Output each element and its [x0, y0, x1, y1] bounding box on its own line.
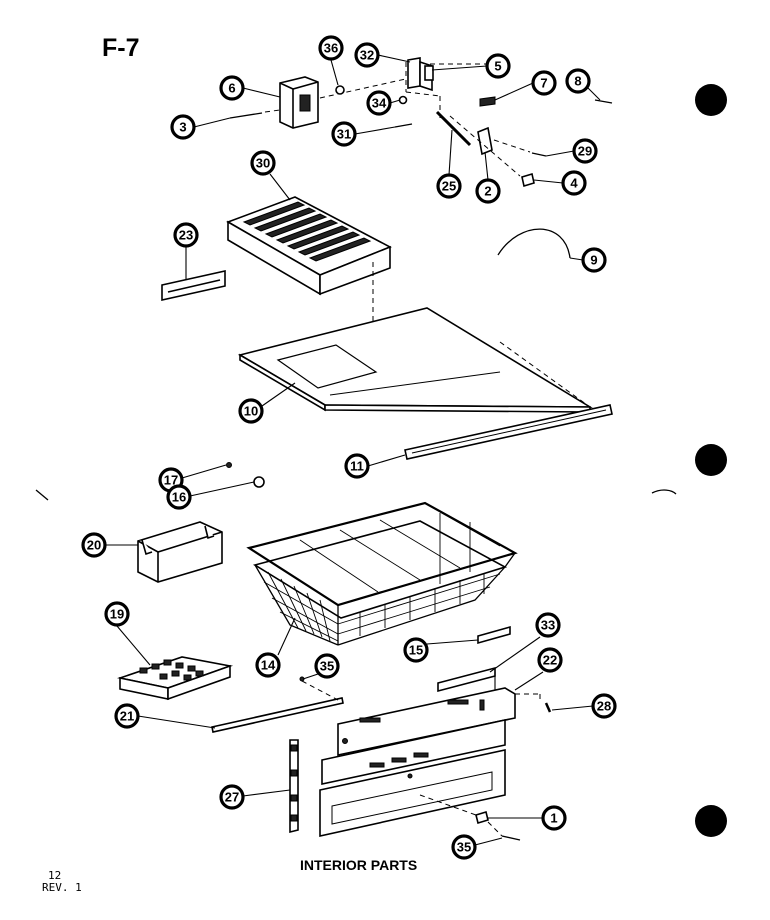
callout-35-upper: 35 [314, 653, 340, 679]
callout-32: 32 [354, 42, 380, 68]
binder-hole-top [695, 84, 727, 116]
callout-23: 23 [173, 222, 199, 248]
svg-text:20: 20 [87, 538, 101, 553]
callout-7: 7 [531, 70, 557, 96]
callout-1: 1 [541, 805, 567, 831]
svg-text:8: 8 [574, 74, 581, 89]
callout-28: 28 [591, 693, 617, 719]
svg-text:35: 35 [457, 840, 471, 855]
slide-15-part [477, 625, 511, 645]
svg-text:17: 17 [164, 473, 178, 488]
vertical-strip-27-part [289, 739, 299, 834]
hinge-bracket-part [477, 126, 493, 156]
glass-shelf-part [237, 307, 593, 413]
ice-cube-tray-19-part [116, 656, 234, 701]
svg-text:31: 31 [337, 127, 351, 142]
control-box-part [279, 76, 319, 129]
svg-text:10: 10 [244, 404, 258, 419]
knob-16-part [253, 476, 265, 488]
svg-text:25: 25 [442, 179, 456, 194]
svg-text:1: 1 [550, 811, 557, 826]
diagram-caption: INTERIOR PARTS [300, 857, 418, 873]
svg-text:36: 36 [324, 41, 338, 56]
callout-2: 2 [475, 178, 501, 204]
binder-hole-bottom [695, 805, 727, 837]
wire-9-part [497, 228, 571, 259]
callout-14: 14 [255, 652, 281, 678]
svg-text:2: 2 [484, 184, 491, 199]
callout-15: 15 [403, 637, 429, 663]
rail-21-part [211, 697, 344, 733]
small-fastener-17-part [226, 462, 232, 468]
callout-11: 11 [344, 453, 370, 479]
ice-bin-20-part [137, 521, 223, 583]
callout-19: 19 [104, 601, 130, 627]
callout-22: 22 [537, 647, 563, 673]
revision-label: REV. 1 [42, 881, 82, 894]
svg-text:22: 22 [543, 653, 557, 668]
callout-3: 3 [170, 114, 196, 140]
svg-text:34: 34 [372, 96, 387, 111]
svg-text:32: 32 [360, 48, 374, 63]
hinge-assembly-part [407, 57, 434, 92]
svg-text:15: 15 [409, 643, 423, 658]
svg-text:33: 33 [541, 618, 555, 633]
callout-30: 30 [250, 150, 276, 176]
spacer-part [398, 95, 408, 105]
binder-hole-middle [695, 444, 727, 476]
callout-25: 25 [436, 173, 462, 199]
svg-text:30: 30 [256, 156, 270, 171]
callout-20: 20 [81, 532, 107, 558]
svg-text:7: 7 [540, 76, 547, 91]
callout-16: 16 [166, 484, 192, 510]
svg-text:29: 29 [578, 144, 592, 159]
rail-23-part [161, 270, 226, 301]
callout-31: 31 [331, 121, 357, 147]
callout-9: 9 [581, 247, 607, 273]
callout-8: 8 [565, 68, 591, 94]
screw-part [229, 112, 263, 119]
callout-4: 4 [561, 170, 587, 196]
callout-36: 36 [318, 35, 344, 61]
svg-text:28: 28 [597, 699, 611, 714]
callout-21: 21 [114, 703, 140, 729]
callout-35-lower: 35 [451, 834, 477, 860]
svg-text:27: 27 [225, 790, 239, 805]
leader-lines [105, 54, 601, 846]
svg-text:3: 3 [179, 120, 186, 135]
svg-text:6: 6 [228, 81, 235, 96]
svg-text:23: 23 [179, 228, 193, 243]
page-number: 12 [48, 869, 62, 882]
callout-29: 29 [572, 138, 598, 164]
callout-33: 33 [535, 612, 561, 638]
front-rail-11-part [404, 404, 613, 460]
bracket-33-part [437, 666, 496, 693]
svg-text:21: 21 [120, 709, 134, 724]
svg-text:11: 11 [350, 459, 364, 474]
svg-text:4: 4 [570, 176, 578, 191]
svg-text:19: 19 [110, 607, 124, 622]
svg-text:35: 35 [320, 659, 334, 674]
callout-34: 34 [366, 90, 392, 116]
ice-tray-shelf-part [226, 196, 392, 296]
callout-6: 6 [219, 75, 245, 101]
wire-basket-14-part [246, 501, 518, 646]
figure-label: F-7 [102, 34, 140, 62]
svg-text:9: 9 [590, 253, 597, 268]
svg-text:16: 16 [172, 490, 186, 505]
svg-text:14: 14 [261, 658, 276, 673]
crisper-front-panel-22-part [319, 687, 516, 837]
callout-5: 5 [485, 53, 511, 79]
svg-text:5: 5 [494, 59, 501, 74]
callout-10: 10 [238, 398, 264, 424]
callout-27: 27 [219, 784, 245, 810]
